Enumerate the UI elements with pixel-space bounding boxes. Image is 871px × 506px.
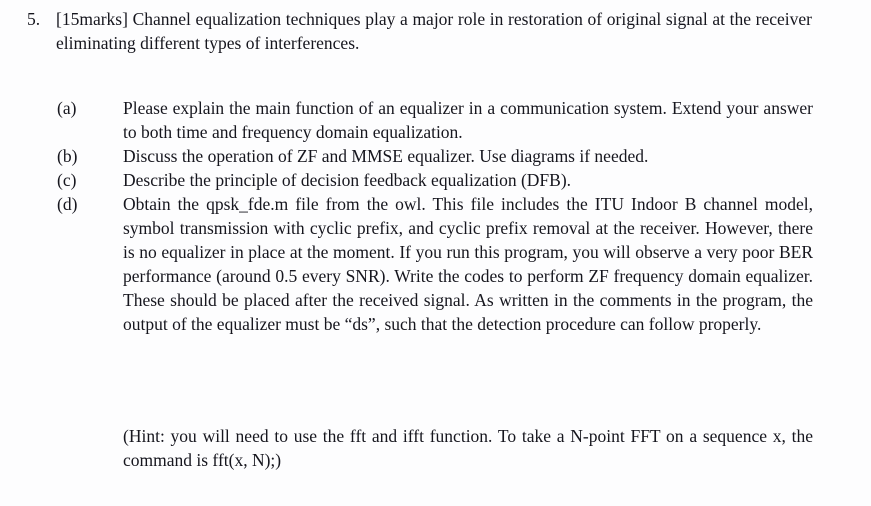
question-block: 5. [15marks] Channel equalization techni… <box>0 7 871 55</box>
subitem-list: (a) Please explain the main function of … <box>0 96 871 336</box>
question-number: 5. <box>27 9 41 29</box>
subitem-b-text: Discuss the operation of ZF and MMSE equ… <box>123 146 649 166</box>
subitem-a-label: (a) <box>57 98 77 118</box>
hint-paragraph: (Hint: you will need to use the fft and … <box>123 426 813 470</box>
subitem-d-text: Obtain the qpsk_fde.m file from the owl.… <box>123 194 813 334</box>
subitem-a: (a) Please explain the main function of … <box>0 96 871 144</box>
subitem-c: (c) Describe the principle of decision f… <box>0 168 871 192</box>
subitem-c-text: Describe the principle of decision feedb… <box>123 170 572 190</box>
subitem-d: (d) Obtain the qpsk_fde.m file from the … <box>0 192 871 336</box>
subitem-d-label: (d) <box>57 194 78 214</box>
question-stem-text: [15marks] Channel equalization technique… <box>56 9 812 53</box>
subitem-a-text: Please explain the main function of an e… <box>123 98 813 142</box>
subitem-b-label: (b) <box>57 146 78 166</box>
subitem-b: (b) Discuss the operation of ZF and MMSE… <box>0 144 871 168</box>
subitem-c-label: (c) <box>57 170 77 190</box>
